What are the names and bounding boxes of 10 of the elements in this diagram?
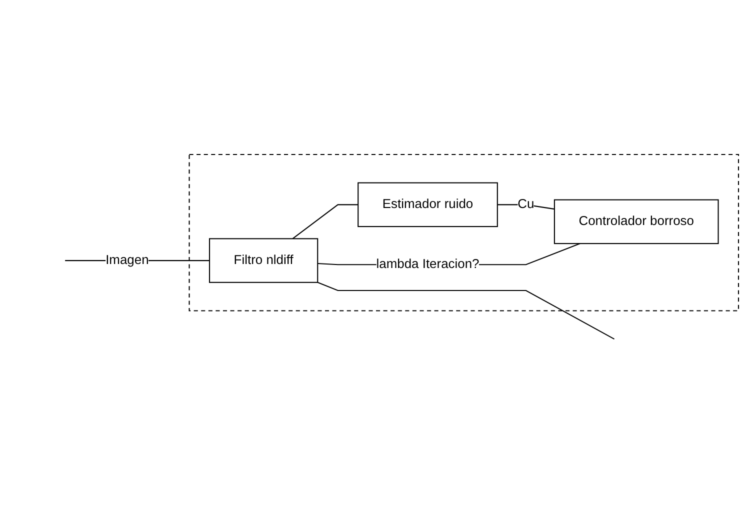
edge-label: lambda Iteracion? [376, 257, 480, 272]
node-box: Estimador ruido [358, 182, 498, 228]
edge-label: Cu [518, 197, 534, 212]
cluster [188, 154, 740, 312]
connector-line [497, 204, 555, 210]
node-box: Filtro nldiff [208, 238, 318, 283]
node-box: Controlador borroso [554, 199, 719, 244]
connector-line [317, 282, 615, 340]
edge-label: Imagen [106, 253, 149, 268]
connector-line [292, 204, 358, 240]
